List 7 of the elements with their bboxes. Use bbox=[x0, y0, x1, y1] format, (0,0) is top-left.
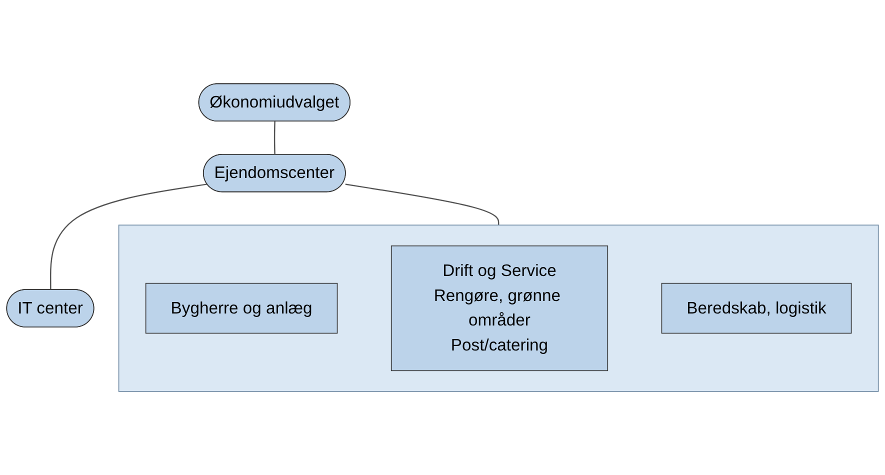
node-box: Drift og Service Rengøre, grønne områder Post/catering bbox=[390, 245, 608, 372]
connector bbox=[274, 121, 276, 155]
node-box: Beredskab, logistik bbox=[661, 282, 852, 334]
connector bbox=[345, 184, 500, 226]
connector bbox=[50, 184, 208, 290]
node-box: Bygherre og anlæg bbox=[145, 282, 338, 334]
cluster bbox=[118, 224, 879, 392]
